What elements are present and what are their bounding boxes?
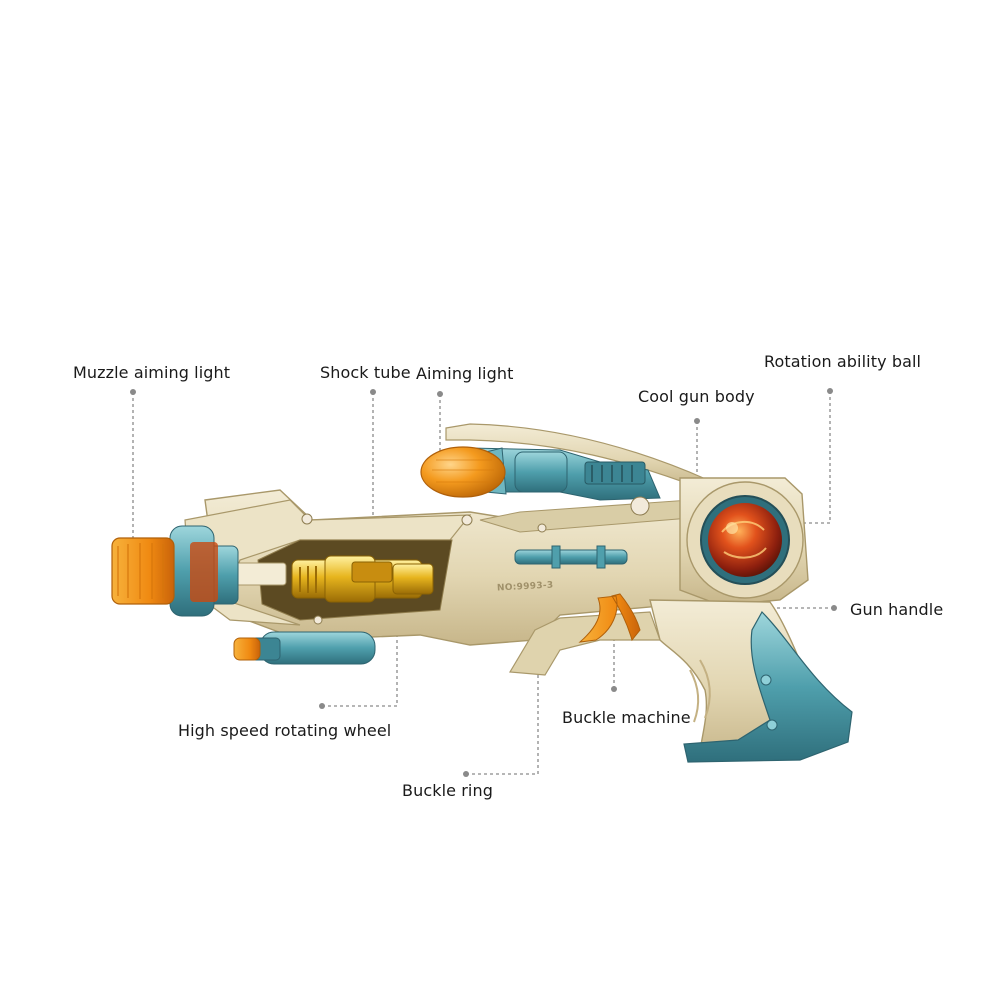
label-rotation-ability-ball: Rotation ability ball: [764, 352, 922, 371]
label-shock-tube: Shock tube: [320, 363, 411, 382]
label-gun-handle: Gun handle: [850, 600, 944, 619]
label-buckle-ring: Buckle ring: [402, 781, 493, 800]
trigger-guard: [508, 611, 661, 676]
lower-barrel-light: [233, 631, 376, 665]
label-high-speed-rotating-wheel: High speed rotating wheel: [178, 721, 392, 740]
label-buckle-machine: Buckle machine: [562, 708, 691, 727]
leader-rotation-ability-ball: [780, 391, 831, 524]
label-aiming-light: Aiming light: [416, 364, 514, 383]
leader-buckle-ring: [466, 650, 539, 775]
trigger: [578, 593, 641, 643]
aiming-light-assembly: [420, 446, 661, 501]
leader-lines: [130, 388, 837, 777]
rotation-ability-ball: [708, 503, 782, 577]
muzzle-assembly: [111, 525, 287, 617]
label-muzzle-aiming-light: Muzzle aiming light: [73, 363, 231, 382]
handle-grip-teal: [683, 611, 853, 763]
label-cool-gun-body: Cool gun body: [638, 387, 755, 406]
shock-tube: [291, 555, 434, 603]
